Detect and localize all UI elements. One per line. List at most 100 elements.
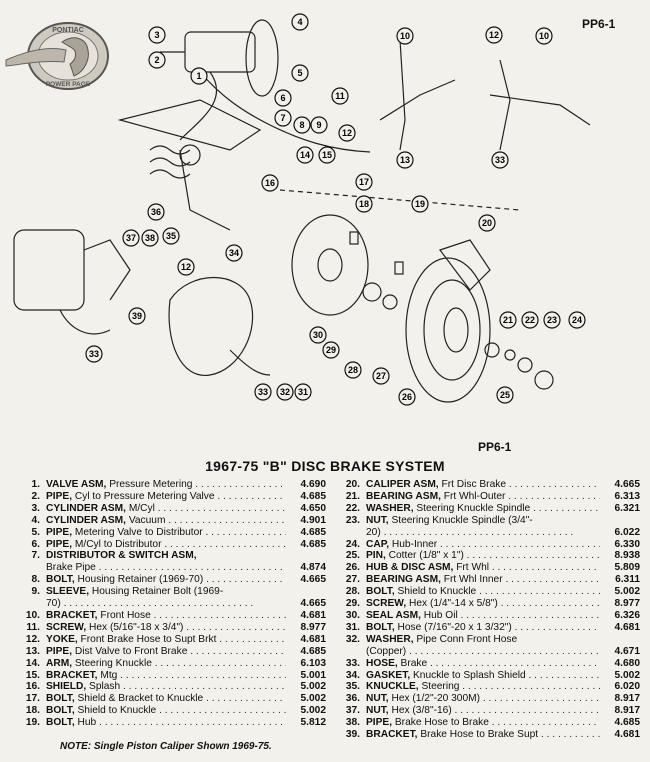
item-detail: Frt Whl bbox=[453, 562, 490, 574]
leader-dots: . . . . . . . . . . . . . . . . . . . . … bbox=[195, 479, 286, 490]
svg-text:13: 13 bbox=[400, 155, 410, 165]
leader-dots: . . . . . . . . . . . . . . . . . . . . … bbox=[491, 717, 600, 729]
item-detail: Pipe Conn Front Hose bbox=[413, 633, 518, 645]
item-name: BEARING ASM, bbox=[366, 490, 441, 502]
item-description: SCREW, Hex (1/4"-14 x 5/8") . . . . . . … bbox=[366, 598, 600, 610]
item-number: 15. bbox=[25, 669, 40, 681]
part-number: 5.812 bbox=[300, 717, 327, 729]
item-name: NUT, bbox=[366, 693, 389, 705]
item-description: YOKE, Front Brake Hose to Supt Brkt . . … bbox=[46, 634, 286, 646]
leader-dots: . . . . . . . . . . . . . . . . . . . . … bbox=[219, 633, 286, 645]
callout-12: 12 bbox=[485, 26, 503, 44]
callout-20: 20 bbox=[478, 214, 496, 232]
callout-27: 27 bbox=[372, 367, 390, 385]
parts-list-row: 9.SLEEVE, Housing Retainer Bolt (1969- bbox=[14, 586, 326, 598]
item-name: BOLT, bbox=[46, 693, 75, 705]
item-name: KNUCKLE, bbox=[366, 681, 419, 693]
leader-dots: . . . . . . . . . . . . . . . . . . . . … bbox=[508, 479, 600, 490]
item-detail: Dist Valve to Front Brake bbox=[72, 645, 188, 657]
callout-16: 16 bbox=[261, 174, 279, 192]
part-number: 4.685 bbox=[614, 717, 641, 729]
parts-list-row: (Copper) . . . . . . . . . . . . . . . .… bbox=[334, 646, 640, 658]
svg-text:39: 39 bbox=[132, 311, 142, 321]
page-code-middle: PP6-1 bbox=[478, 440, 512, 454]
svg-text:7: 7 bbox=[280, 113, 285, 123]
item-description: CYLINDER ASM, Vacuum . . . . . . . . . .… bbox=[46, 515, 286, 527]
svg-text:15: 15 bbox=[322, 150, 332, 160]
parts-list-row: 38.PIPE, Brake Hose to Brake . . . . . .… bbox=[334, 717, 640, 729]
item-name: SCREW, bbox=[46, 621, 87, 633]
item-name: VALVE ASM, bbox=[46, 479, 107, 490]
item-description: HOSE, Brake . . . . . . . . . . . . . . … bbox=[366, 658, 600, 670]
item-detail: Housing Retainer (1969-70) bbox=[74, 574, 204, 586]
item-detail: Steering bbox=[418, 681, 460, 693]
svg-text:12: 12 bbox=[181, 262, 191, 272]
item-detail: Hose (7/16"-20 x 1 3/32") bbox=[394, 621, 512, 633]
callout-35: 35 bbox=[162, 227, 180, 245]
part-number: 4.685 bbox=[300, 490, 327, 502]
svg-text:3: 3 bbox=[154, 30, 159, 40]
item-description: BRACKET, Front Hose . . . . . . . . . . … bbox=[46, 610, 286, 622]
item-number: 10. bbox=[25, 609, 40, 621]
item-description: CAP, Hub-Inner . . . . . . . . . . . . .… bbox=[366, 539, 600, 551]
item-detail: Housing Retainer Bolt (1969- bbox=[89, 586, 224, 598]
item-description: 20) . . . . . . . . . . . . . . . . . . … bbox=[366, 527, 600, 539]
parts-list-row: 22.WASHER, Steering Knuckle Spindle . . … bbox=[334, 503, 640, 515]
item-description: CYLINDER ASM, M/Cyl . . . . . . . . . . … bbox=[46, 503, 286, 515]
part-number: 5.002 bbox=[300, 705, 327, 717]
item-name: HOSE, bbox=[366, 657, 398, 669]
leader-dots: . . . . . . . . . . . . . . . . . . . . … bbox=[491, 562, 600, 574]
item-name: PIPE, bbox=[46, 538, 73, 550]
part-number: 6.321 bbox=[614, 502, 641, 514]
part-number: 4.665 bbox=[300, 598, 327, 610]
svg-text:31: 31 bbox=[298, 387, 308, 397]
svg-text:38: 38 bbox=[145, 233, 155, 243]
svg-text:5: 5 bbox=[297, 68, 302, 78]
callout-3: 3 bbox=[148, 26, 166, 44]
leader-dots: . . . . . . . . . . . . . . . . . . . . … bbox=[95, 562, 286, 574]
svg-text:21: 21 bbox=[503, 315, 513, 325]
parts-list-row: Brake Pipe . . . . . . . . . . . . . . .… bbox=[14, 562, 326, 574]
item-description: KNUCKLE, Steering . . . . . . . . . . . … bbox=[366, 681, 600, 693]
callout-8: 8 bbox=[293, 116, 311, 134]
logo-tagline-text: POWER PAGE bbox=[46, 81, 91, 88]
item-detail: Shield to Knuckle bbox=[394, 586, 477, 598]
item-description: BOLT, Shield & Bracket to Knuckle . . . … bbox=[46, 693, 286, 705]
item-name: BRACKET, bbox=[366, 729, 418, 741]
item-number: 16. bbox=[25, 681, 40, 693]
item-detail: Frt Whl-Outer bbox=[440, 490, 506, 502]
leader-dots: . . . . . . . . . . . . . . . . . . . . … bbox=[528, 669, 600, 681]
item-detail: Steering Knuckle Spindle (3/4"- bbox=[388, 514, 533, 526]
item-description: BOLT, Hose (7/16"-20 x 1 3/32") . . . . … bbox=[366, 622, 600, 634]
parts-list-row: 1.VALVE ASM, Pressure Metering . . . . .… bbox=[14, 479, 327, 491]
item-number: 14. bbox=[25, 657, 40, 669]
item-name: PIPE, bbox=[46, 645, 73, 657]
part-number: 5.809 bbox=[614, 562, 641, 574]
item-detail: Vacuum bbox=[126, 514, 166, 526]
leader-dots: . . . . . . . . . . . . . . . . . . . . … bbox=[505, 574, 600, 586]
part-number: 5.002 bbox=[614, 669, 641, 681]
parts-list-row: 12.YOKE, Front Brake Hose to Supt Brkt .… bbox=[14, 634, 326, 646]
leader-dots: . . . . . . . . . . . . . . . . . . . . … bbox=[482, 693, 600, 705]
item-number: 25. bbox=[345, 550, 360, 562]
item-name: BOLT, bbox=[46, 717, 75, 729]
svg-text:6: 6 bbox=[280, 93, 285, 103]
part-number: 4.680 bbox=[614, 657, 641, 669]
item-description: CALIPER ASM, Frt Disc Brake . . . . . . … bbox=[366, 479, 600, 491]
svg-text:1: 1 bbox=[196, 71, 201, 81]
item-detail: Cotter (1/8" x 1") bbox=[385, 550, 464, 562]
part-number: 5.001 bbox=[300, 669, 327, 681]
callout-36: 36 bbox=[147, 203, 165, 221]
part-number: 4.681 bbox=[614, 621, 641, 633]
item-description: DISTRIBUTOR & SWITCH ASM, bbox=[46, 550, 286, 562]
part-number: 5.002 bbox=[614, 586, 641, 598]
item-detail: Front Hose bbox=[97, 609, 151, 621]
callout-22: 22 bbox=[521, 311, 539, 329]
part-number: 4.901 bbox=[300, 514, 327, 526]
svg-text:23: 23 bbox=[547, 315, 557, 325]
item-detail: Knuckle to Splash Shield bbox=[410, 669, 526, 681]
parts-list-row: 14.ARM, Steering Knuckle . . . . . . . .… bbox=[14, 658, 326, 670]
item-name: CAP, bbox=[366, 538, 390, 550]
item-name: SLEEVE, bbox=[46, 586, 90, 598]
